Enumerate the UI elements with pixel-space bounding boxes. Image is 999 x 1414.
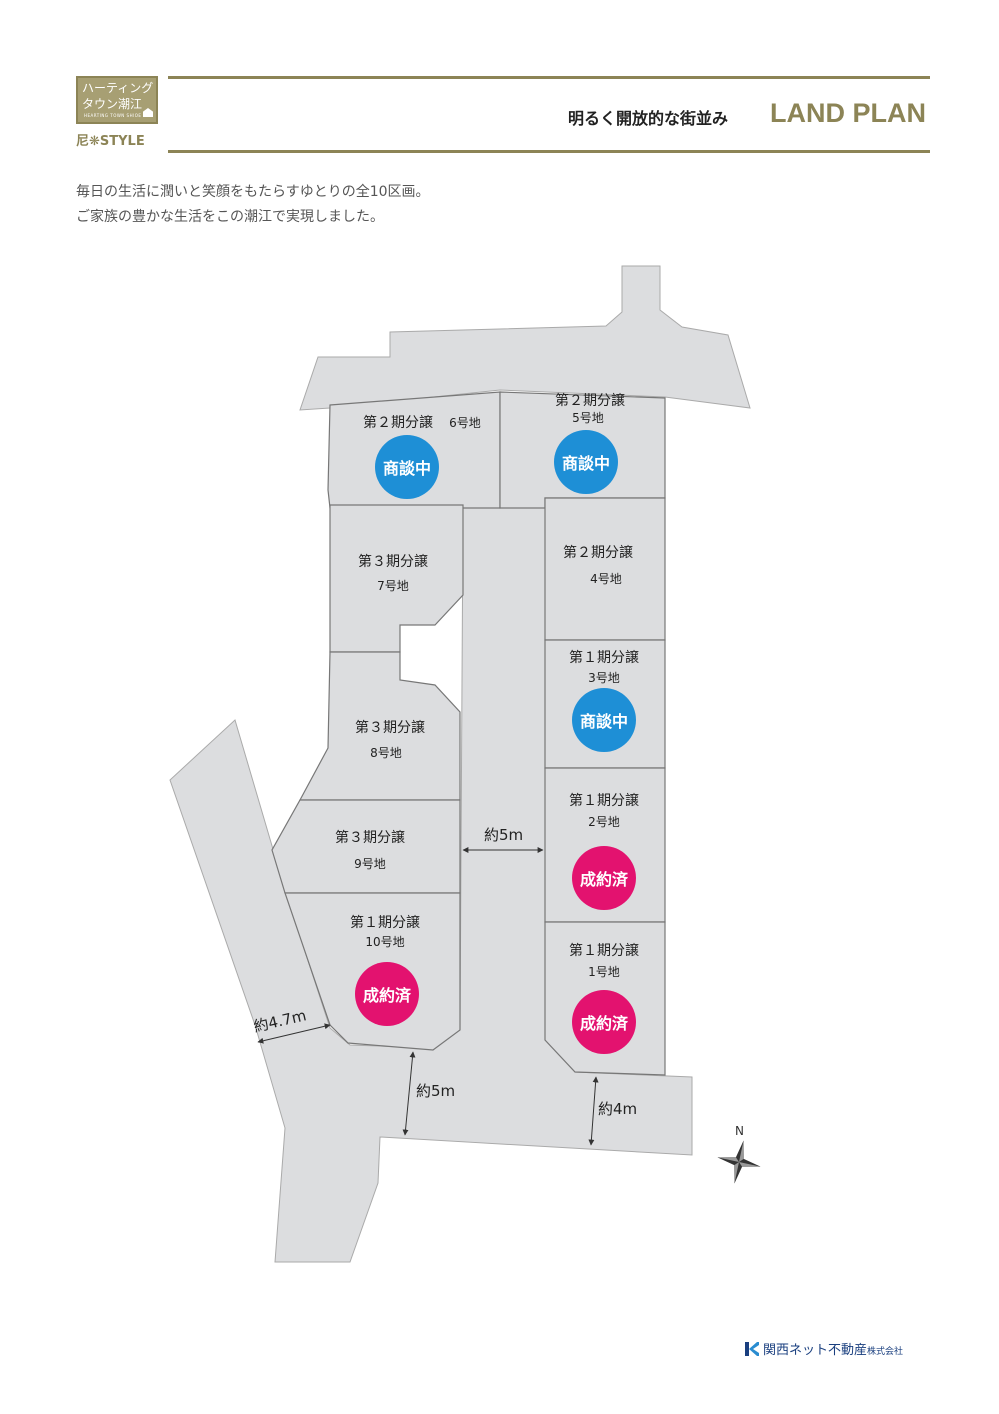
bottom-road-width: 約5m <box>416 1082 455 1100</box>
lot-1-phase: 第１期分譲 <box>569 942 639 959</box>
lot-4-number: 4号地 <box>590 572 622 586</box>
logo-subtitle: HEARTING TOWN SHIOE <box>84 113 142 118</box>
tagline: 明るく開放的な街並み <box>568 109 729 128</box>
lot-10-number: 10号地 <box>365 935 404 949</box>
logo-line-2: タウン潮江 <box>82 97 143 111</box>
lot-3-number: 3号地 <box>588 671 620 685</box>
status-label-10: 成約済 <box>363 986 412 1005</box>
logo-box: ハーティング タウン潮江 HEARTING TOWN SHIOE <box>76 76 158 124</box>
company-name-text: 関西ネット不動産 <box>763 1343 868 1358</box>
lot-4-phase: 第２期分譲 <box>563 544 633 561</box>
lot-7-phase: 第３期分譲 <box>358 553 428 570</box>
logo-line-1: ハーティング <box>82 81 154 95</box>
status-badge-6 <box>375 435 439 499</box>
status-label-1: 成約済 <box>580 1014 629 1033</box>
lot-5-phase: 第２期分譲 <box>555 392 625 409</box>
lot-4 <box>544 497 666 641</box>
company-logo-icon <box>745 1342 759 1356</box>
lot-7-number: 7号地 <box>377 579 409 593</box>
status-badge-5 <box>554 430 618 494</box>
lot-9-phase: 第３期分譲 <box>335 829 405 846</box>
lot-2-phase: 第１期分譲 <box>569 792 639 809</box>
left-road-arrow <box>257 1023 331 1044</box>
lot-9-number: 9号地 <box>354 857 386 871</box>
company-suffix: 株式会社 <box>867 1347 904 1357</box>
status-badge-2 <box>572 846 636 910</box>
lot-10-phase: 第１期分譲 <box>350 914 420 931</box>
center-road-width: 約5m <box>484 826 523 844</box>
compass-north-label: N <box>735 1124 744 1138</box>
right-road-arrow <box>588 1076 599 1146</box>
header-rule-bottom <box>168 150 930 153</box>
lot-2-number: 2号地 <box>588 815 620 829</box>
company-name: 関西ネット不動産株式会社 <box>745 1339 903 1358</box>
top-road <box>299 265 751 411</box>
lot-6-number: 6号地 <box>449 416 481 430</box>
right-road-width: 約4m <box>598 1100 637 1118</box>
header-rule-top <box>168 76 930 79</box>
lot-5-number: 5号地 <box>572 411 604 425</box>
status-badges: 商談中 商談中 商談中 成約済 成約済 成約済 <box>355 430 636 1054</box>
compass-icon <box>717 1140 761 1184</box>
lot-6-phase: 第２期分譲 <box>363 414 433 431</box>
lot-8-number: 8号地 <box>370 746 402 760</box>
status-badge-3 <box>572 688 636 752</box>
status-badge-10 <box>355 962 419 1026</box>
status-label-6: 商談中 <box>383 459 431 478</box>
lot-8-phase: 第３期分譲 <box>355 719 425 736</box>
lot-1-number: 1号地 <box>588 965 620 979</box>
status-label-3: 商談中 <box>580 712 628 731</box>
status-label-2: 成約済 <box>580 870 629 889</box>
intro-line-1: 毎日の生活に潤いと笑顔をもたらすゆとりの全10区画。 <box>76 184 430 200</box>
bottom-road-arrow <box>402 1051 416 1136</box>
intro-line-2: ご家族の豊かな生活をこの潮江で実現しました。 <box>76 209 384 225</box>
lot-8 <box>298 651 461 801</box>
logo-style: 尼❋STYLE <box>76 134 145 149</box>
status-label-5: 商談中 <box>562 454 610 473</box>
brand-logo: ハーティング タウン潮江 HEARTING TOWN SHIOE 尼❋STYLE <box>76 76 164 152</box>
house-icon <box>143 108 153 117</box>
lot-3-phase: 第１期分譲 <box>569 649 639 666</box>
lot-9 <box>271 799 461 894</box>
status-badge-1 <box>572 990 636 1054</box>
intro-text: 毎日の生活に潤いと笑顔をもたらすゆとりの全10区画。 ご家族の豊かな生活をこの潮… <box>76 180 430 230</box>
page-title: LAND PLAN <box>770 98 926 128</box>
